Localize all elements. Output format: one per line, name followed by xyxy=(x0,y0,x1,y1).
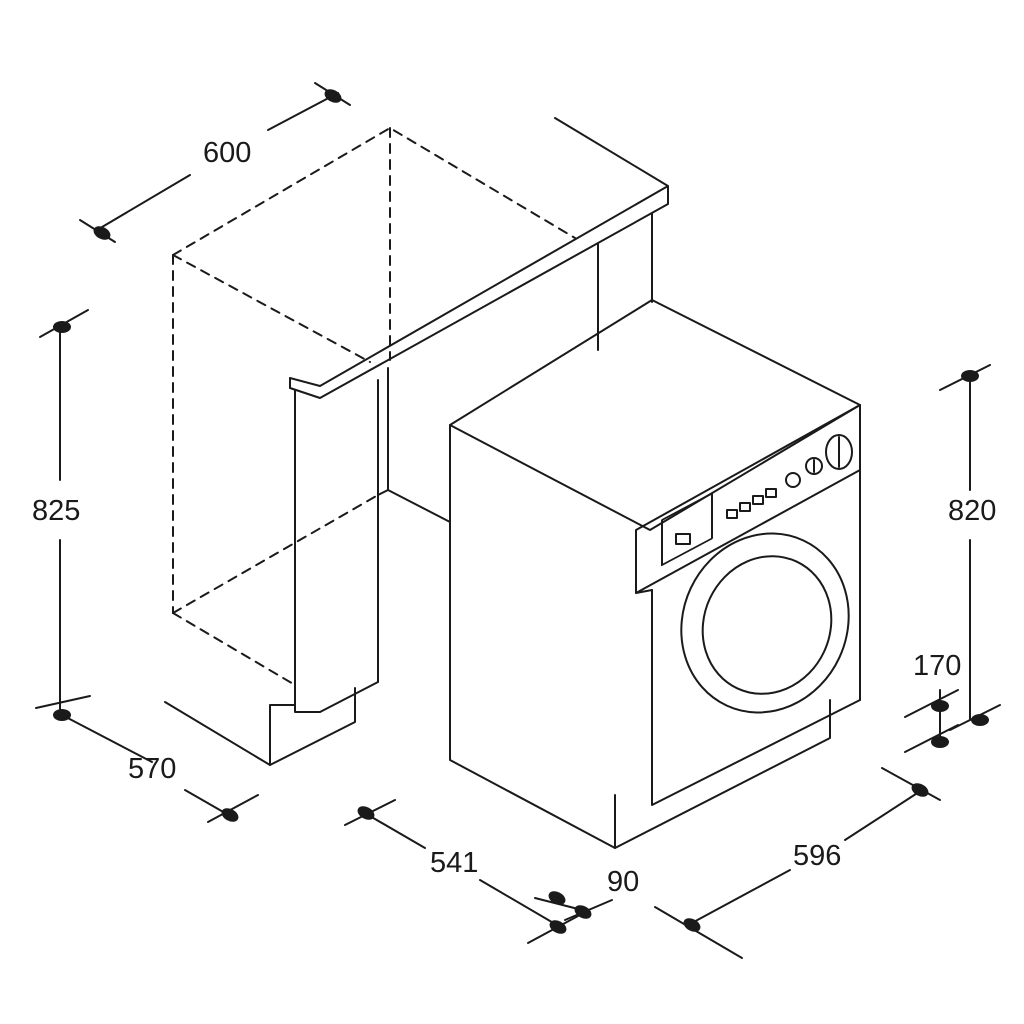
label-cabinet-width: 600 xyxy=(203,137,251,169)
program-dial xyxy=(825,434,853,470)
cabinet-plinth xyxy=(164,687,356,766)
label-machine-height: 820 xyxy=(948,495,996,527)
dim-line-170 xyxy=(904,689,959,753)
label-machine-width: 596 xyxy=(793,840,841,872)
countertop xyxy=(289,117,669,399)
control-buttons xyxy=(726,488,777,519)
machine-door xyxy=(680,532,850,714)
dim-line-596 xyxy=(654,767,941,959)
dim-line-90 xyxy=(534,897,613,921)
knob-small-2 xyxy=(805,457,823,475)
dimension-markers xyxy=(53,89,989,934)
control-panel xyxy=(635,404,861,594)
label-cabinet-height: 825 xyxy=(32,495,80,527)
drawer-handle xyxy=(675,533,691,545)
cabinet-dashed-outline xyxy=(172,127,576,686)
cabinet-side-panel xyxy=(294,367,451,713)
label-plinth-height: 170 xyxy=(913,650,961,682)
knob-small-1 xyxy=(785,472,801,488)
label-machine-depth: 541 xyxy=(430,847,478,879)
detergent-drawer xyxy=(661,492,713,567)
label-door-depth: 90 xyxy=(607,866,639,898)
label-cabinet-depth: 570 xyxy=(128,753,176,785)
control-knobs xyxy=(785,434,853,488)
washing-machine-body xyxy=(449,299,861,849)
